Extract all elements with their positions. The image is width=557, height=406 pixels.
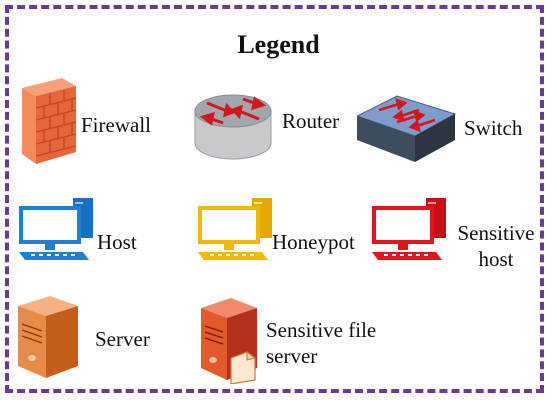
server-icon — [18, 296, 78, 378]
sensitive-host-icon — [372, 198, 446, 260]
sensitive-host-label: Sensitive host — [457, 221, 535, 271]
router-label: Router — [282, 109, 340, 133]
server-label: Server — [95, 327, 150, 351]
firewall-icon — [22, 78, 76, 164]
honeypot-icon — [198, 198, 272, 260]
legend-border — [5, 5, 544, 393]
honeypot-label: Honeypot — [272, 230, 355, 254]
host-icon — [19, 198, 93, 260]
sensitive-file-server-icon — [201, 298, 257, 384]
switch-icon — [357, 95, 457, 162]
host-label: Host — [97, 230, 137, 254]
firewall-label: Firewall — [81, 113, 151, 137]
router-icon — [194, 94, 272, 160]
legend-title: Legend — [237, 30, 320, 59]
switch-label: Switch — [464, 116, 523, 140]
sensitive-file-server-label: Sensitive file server — [266, 318, 377, 368]
